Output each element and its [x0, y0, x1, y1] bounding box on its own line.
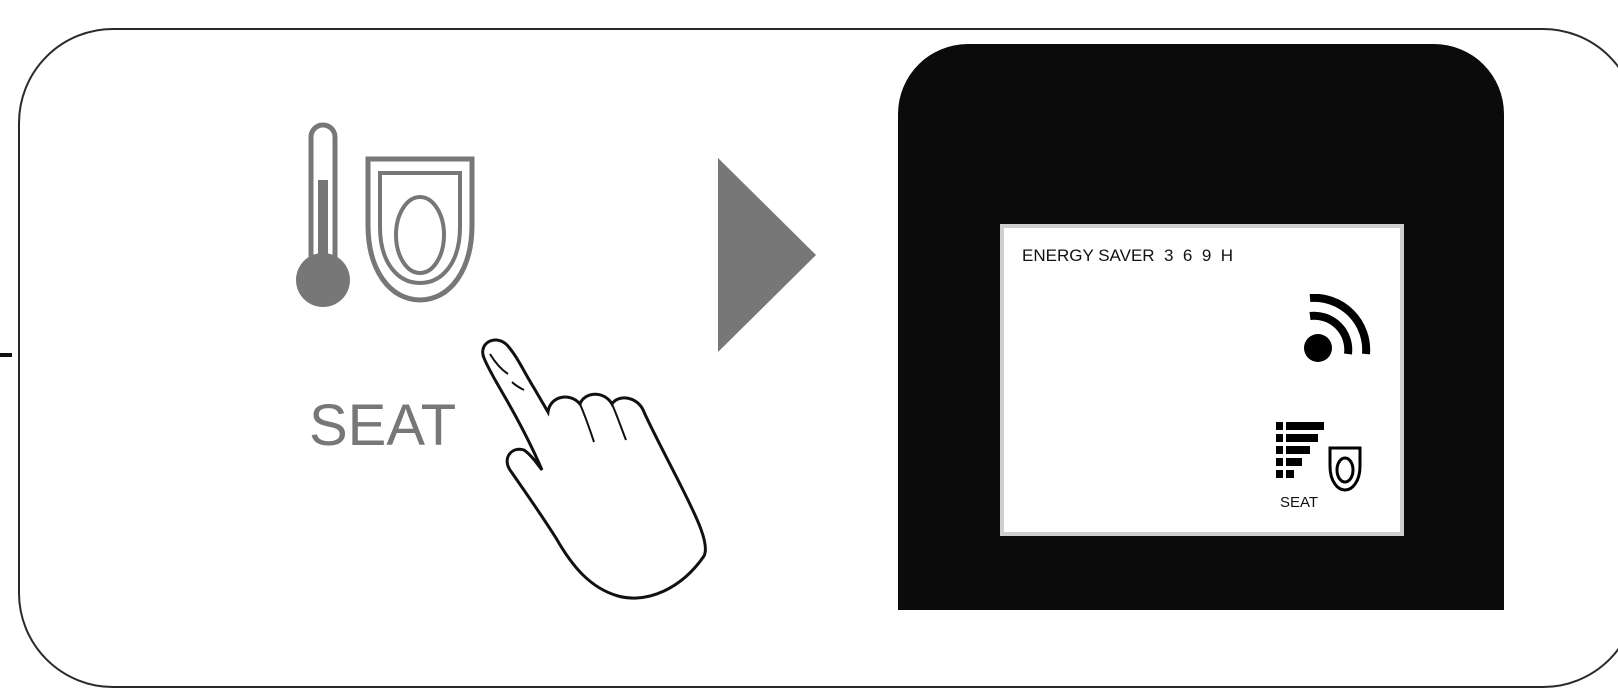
edge-tick-mark [0, 353, 12, 357]
wireless-signal-icon [1302, 294, 1372, 369]
seat-heat-level-icon [1276, 420, 1366, 497]
screen-seat-label: SEAT [1280, 494, 1318, 511]
lcd-screen: ENERGY SAVER 3 6 9 H SEAT [1000, 224, 1404, 536]
play-arrow-icon [718, 158, 818, 357]
thermometer-icon [290, 120, 356, 317]
pointing-hand-icon [472, 330, 722, 615]
toilet-seat-icon [362, 155, 478, 310]
energy-saver-text: ENERGY SAVER 3 6 9 H [1022, 246, 1233, 266]
seat-button-label[interactable]: SEAT [309, 392, 456, 459]
